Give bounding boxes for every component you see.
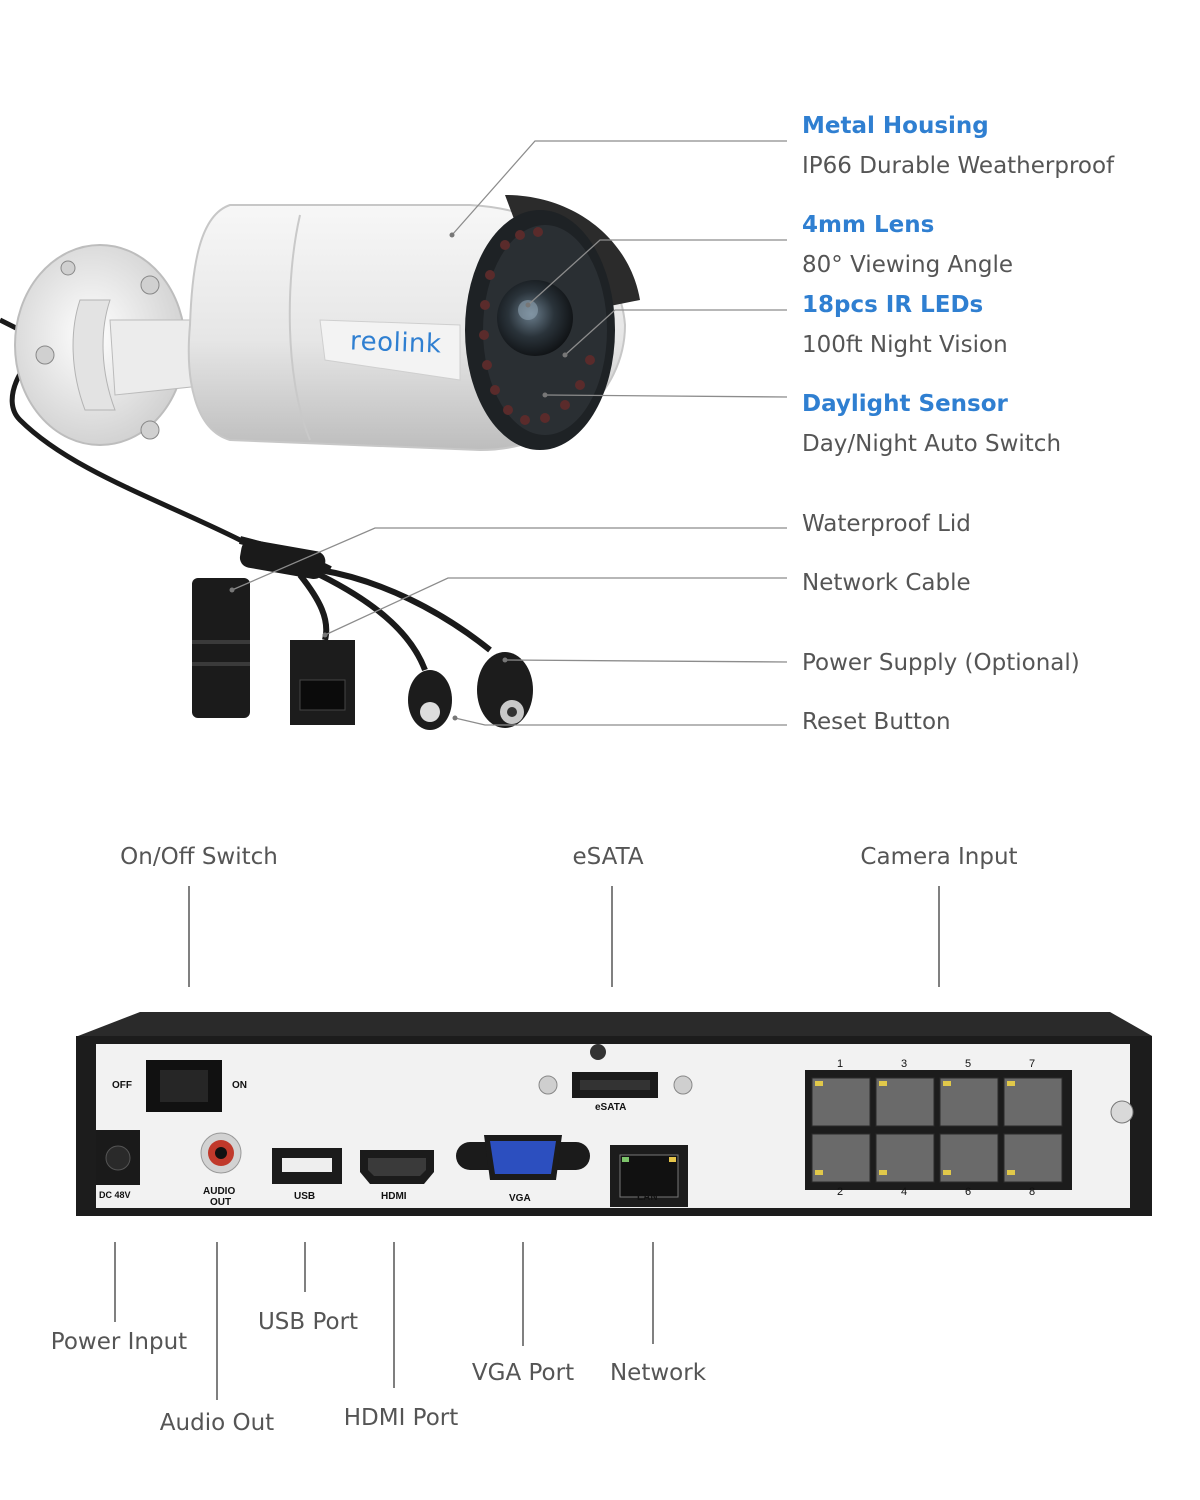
feature-desc-metal-housing: IP66 Durable Weatherproof: [802, 153, 1115, 179]
nvr-label-network: Network: [609, 1360, 707, 1386]
nvr-label-esata: eSATA: [572, 844, 644, 870]
feature-desc-daylight-sensor: Day/Night Auto Switch: [802, 431, 1062, 457]
feature-title-ir-leds: 18pcs IR LEDs: [802, 292, 984, 318]
port-number-5: 5: [965, 1058, 972, 1070]
port-number-3: 3: [901, 1058, 908, 1070]
port-number-1: 1: [837, 1058, 844, 1070]
port-number-7: 7: [1029, 1058, 1036, 1070]
bullet-camera-illustration: [0, 140, 788, 730]
port-number-2: 2: [837, 1186, 844, 1198]
nvr-label-usb-port: USB Port: [257, 1309, 359, 1335]
nvr-label-on-off-switch: On/Off Switch: [120, 844, 278, 870]
part-label-reset-button: Reset Button: [802, 709, 951, 735]
esata-panel-label: eSATA: [595, 1102, 627, 1113]
feature-title-daylight-sensor: Daylight Sensor: [802, 391, 1008, 417]
nvr-label-vga-port: VGA Port: [471, 1360, 575, 1386]
nvr-label-hdmi-port: HDMI Port: [343, 1405, 459, 1431]
part-label-power-supply: Power Supply (Optional): [802, 650, 1080, 676]
port-number-4: 4: [901, 1186, 908, 1198]
vga-label: VGA: [509, 1193, 531, 1204]
reolink-logo: reolink: [349, 326, 443, 360]
feature-title-lens: 4mm Lens: [802, 212, 935, 238]
port-number-8: 8: [1029, 1186, 1036, 1198]
port-number-6: 6: [965, 1186, 972, 1198]
feature-desc-lens: 80° Viewing Angle: [802, 252, 1013, 278]
nvr-label-audio-out: Audio Out: [159, 1410, 275, 1436]
switch-on-label: ON: [232, 1080, 247, 1091]
usb-label: USB: [294, 1191, 316, 1202]
waterproof-lid: [192, 578, 250, 718]
part-label-waterproof-lid: Waterproof Lid: [802, 511, 971, 537]
feature-title-metal-housing: Metal Housing: [802, 113, 989, 139]
dc-label: DC 48V: [99, 1190, 131, 1200]
audio-label-line1: AUDIO: [203, 1186, 236, 1197]
feature-desc-ir-leds: 100ft Night Vision: [802, 332, 1008, 358]
hdmi-label: HDMI: [381, 1191, 407, 1202]
nvr-illustration: [76, 886, 1152, 1400]
nvr-label-power-input: Power Input: [50, 1329, 188, 1355]
lan-label: LAN: [637, 1192, 658, 1203]
switch-off-label: OFF: [112, 1080, 132, 1091]
lens: [497, 280, 573, 356]
part-label-network-cable: Network Cable: [802, 570, 971, 596]
nvr-label-camera-input: Camera Input: [860, 844, 1018, 870]
audio-label-line2: OUT: [210, 1197, 232, 1208]
